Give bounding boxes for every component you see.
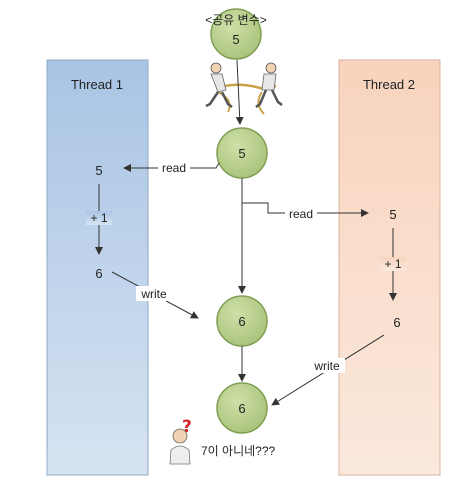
thread-2-read-value: 5 bbox=[389, 207, 396, 222]
tug-of-war-icon bbox=[205, 62, 283, 115]
write-label-bg-2 bbox=[309, 358, 345, 373]
write-label-thread-2: write bbox=[313, 359, 340, 373]
shared-node-value-3: 6 bbox=[238, 401, 245, 416]
shared-node-2: 6 bbox=[216, 295, 268, 347]
arrow-read-thread-2 bbox=[242, 202, 369, 217]
write-label-thread-1: write bbox=[140, 287, 167, 301]
shared-node-3: 6 bbox=[216, 382, 268, 434]
thread-2-op: + 1 bbox=[384, 257, 401, 271]
thread-1-column: Thread 1 bbox=[46, 59, 149, 476]
arrow-source-to-node-1 bbox=[235, 59, 244, 125]
thread-2-op-bg bbox=[380, 257, 406, 271]
shared-node-1: 5 bbox=[216, 127, 268, 179]
shared-variable-source-node: <공유 변수> 5 bbox=[205, 8, 267, 60]
shared-node-value-0: 5 bbox=[232, 32, 239, 47]
thread-1-read-value: 5 bbox=[95, 163, 102, 178]
thread-1-title: Thread 1 bbox=[71, 77, 123, 92]
read-label-thread-2: read bbox=[289, 207, 313, 221]
write-label-bg-1 bbox=[136, 286, 172, 301]
shared-variable-title: <공유 변수> bbox=[205, 13, 267, 27]
question-mark-icon: ? bbox=[182, 417, 192, 437]
thread-1-result-value: 6 bbox=[95, 266, 102, 281]
arrow-read-thread-1 bbox=[123, 162, 220, 172]
thread-1-op-bg bbox=[86, 211, 112, 225]
question-text: 7이 아니네??? bbox=[201, 444, 276, 458]
thread-1-op: + 1 bbox=[90, 211, 107, 225]
read-label-thread-1: read bbox=[162, 161, 186, 175]
shared-node-value-1: 5 bbox=[238, 146, 245, 161]
read-label-bg-2 bbox=[285, 206, 317, 221]
read-label-bg-1 bbox=[158, 160, 190, 175]
thread-2-column: Thread 2 bbox=[338, 59, 441, 476]
shared-node-value-2: 6 bbox=[238, 314, 245, 329]
thread-2-title: Thread 2 bbox=[363, 77, 415, 92]
thread-2-result-value: 6 bbox=[393, 315, 400, 330]
confused-person-icon: ? bbox=[169, 417, 192, 465]
